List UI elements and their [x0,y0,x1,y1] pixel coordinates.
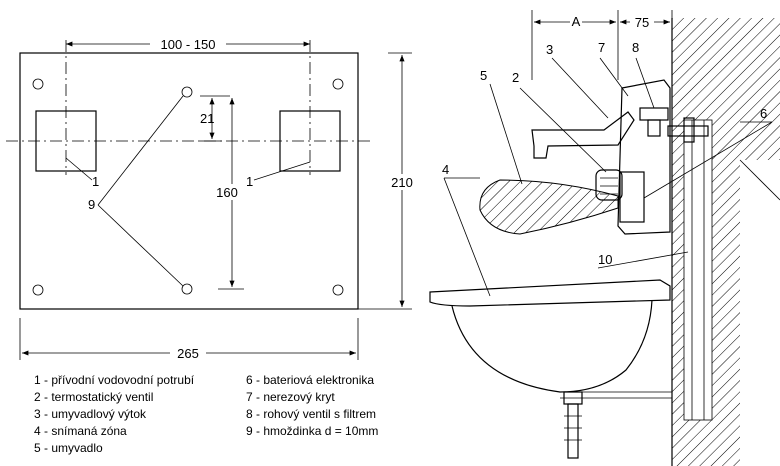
legend-item: 1 - přívodní vodovodní potrubí [34,373,195,387]
label-5: 4 [442,162,449,177]
legend-item: 4 - snímaná zóna [34,424,127,438]
legend-item: 8 - rohový ventil s filtrem [246,407,376,421]
label-1-left: 1 [92,174,99,189]
dim-75-label: 75 [635,15,649,30]
dim-21-label: 21 [200,111,214,126]
corner-hole [32,78,44,90]
dim-width-label: 265 [177,346,199,361]
faucet-section-drawing: A 75 5 2 [429,10,780,466]
label-3: 3 [546,42,553,57]
washbasin-bowl [451,299,653,393]
sensed-zone [479,179,619,235]
legend-item: 9 - hmoždinka d = 10mm [246,424,378,438]
spout [531,111,635,159]
label-10: 10 [598,252,612,267]
corner-hole [32,284,44,296]
legend-item: 5 - umyvadlo [34,441,103,455]
plate-outline [19,52,359,310]
steel-cover [617,79,671,235]
dim-160-label: 160 [216,185,238,200]
label-4: 5 [480,68,487,83]
washbasin-rim [429,279,671,307]
mounting-plate-drawing: 100 - 150 210 265 21 160 1 1 9 [6,36,418,361]
corner-hole [332,284,344,296]
legend-item: 2 - termostatický ventil [34,390,153,404]
dowel-hole-top [181,86,193,98]
label-7: 7 [598,40,605,55]
drain-trap [567,403,579,459]
legend-item: 7 - nerezový kryt [246,390,335,404]
label-8: 8 [632,40,639,55]
corner-hole [332,78,344,90]
dowel-hole-bottom [181,283,193,295]
label-9: 9 [88,197,95,212]
label-6: 6 [760,106,767,121]
legend-item: 3 - umyvadlový výtok [34,407,147,421]
dim-top-label: 100 - 150 [161,37,216,52]
legend: 1 - přívodní vodovodní potrubí 2 - termo… [34,373,378,455]
dim-height-label: 210 [391,175,413,190]
electronics [619,171,645,223]
dim-A-label: A [572,14,581,29]
label-1-right: 1 [246,174,253,189]
label-2: 2 [512,70,519,85]
legend-item: 6 - bateriová elektronika [246,373,374,387]
corner-valve [639,107,669,121]
